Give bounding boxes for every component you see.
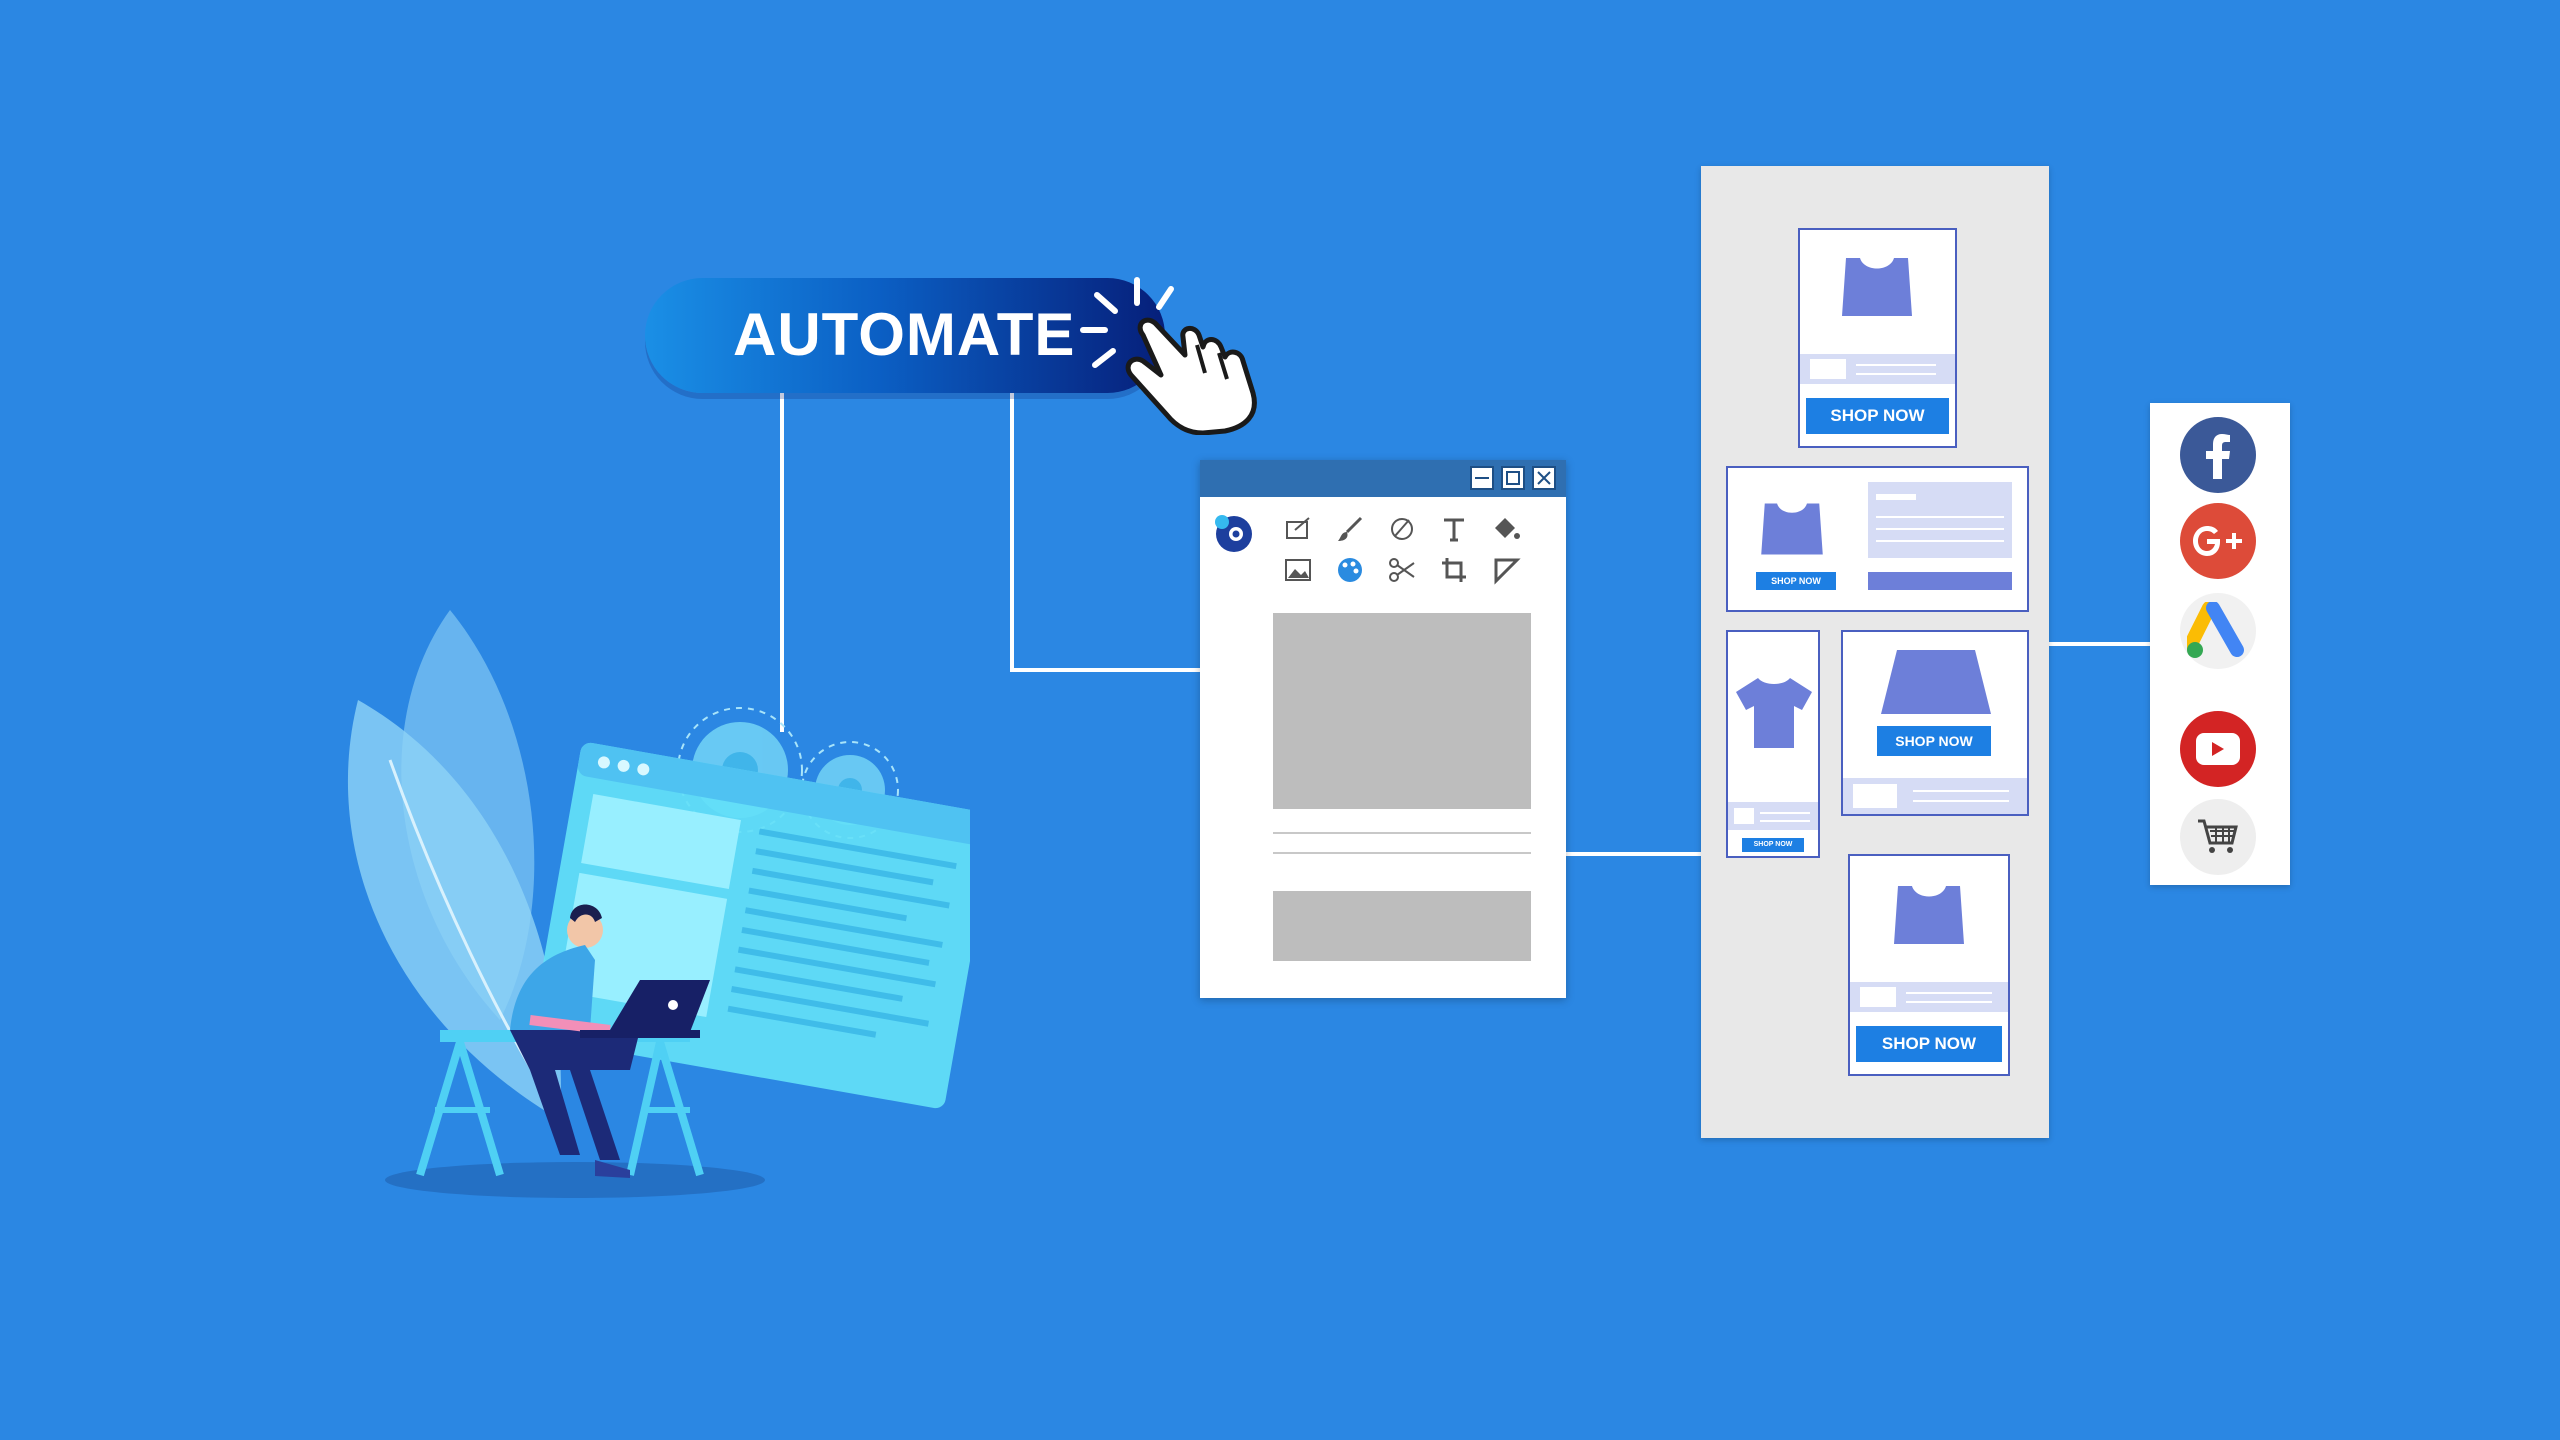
youtube-icon[interactable]	[2180, 711, 2256, 787]
ad-text-line	[1856, 364, 1936, 366]
tank-top-icon	[1761, 503, 1823, 555]
shop-now-button[interactable]: SHOP NOW	[1856, 1026, 2002, 1062]
ad-text-line	[1876, 516, 2004, 518]
ad-card[interactable]: SHOP NOW	[1798, 228, 1957, 448]
ad-text-line	[1913, 790, 2009, 792]
connector-line	[780, 392, 784, 732]
designer-illustration	[347, 610, 970, 1198]
edit-icon[interactable]	[1280, 511, 1316, 547]
close-button[interactable]	[1532, 466, 1556, 490]
shop-now-button[interactable]: SHOP NOW	[1756, 572, 1836, 590]
ad-text-line	[1760, 820, 1810, 822]
connector-line	[1010, 392, 1014, 672]
ad-thumbnail	[1853, 784, 1897, 808]
image-icon[interactable]	[1280, 552, 1316, 588]
shop-now-button[interactable]: SHOP NOW	[1742, 838, 1804, 852]
divider	[1273, 852, 1531, 854]
text-icon[interactable]	[1436, 511, 1472, 547]
canvas-text-placeholder[interactable]	[1273, 891, 1531, 961]
canvas-image-placeholder[interactable]	[1273, 613, 1531, 809]
connector-line	[1010, 668, 1202, 672]
connector-line	[1566, 852, 1703, 856]
ad-cta-bar[interactable]	[1868, 572, 2012, 590]
shop-now-button[interactable]: SHOP NOW	[1877, 726, 1991, 756]
ad-text-line	[1906, 992, 1992, 994]
ad-thumbnail	[1860, 987, 1896, 1007]
scissors-icon[interactable]	[1384, 552, 1420, 588]
connector-line	[2049, 642, 2152, 646]
automate-button-label: AUTOMATE	[733, 301, 1076, 368]
brush-icon[interactable]	[1332, 511, 1368, 547]
app-logo-icon	[1215, 515, 1252, 552]
skirt-icon	[1881, 650, 1991, 714]
ad-card[interactable]: SHOP NOW	[1841, 630, 2029, 816]
google-plus-icon[interactable]	[2180, 503, 2256, 579]
ad-text-line	[1876, 494, 1916, 500]
pen-icon[interactable]	[1384, 511, 1420, 547]
window-titlebar	[1200, 460, 1566, 497]
maximize-button[interactable]	[1501, 466, 1525, 490]
automate-button[interactable]: AUTOMATE	[645, 278, 1165, 393]
t-shirt-icon	[1736, 678, 1812, 748]
ad-text-line	[1760, 812, 1810, 814]
ad-text-line	[1906, 1001, 1992, 1003]
tank-top-icon	[1842, 258, 1912, 316]
ad-thumbnail	[1734, 808, 1754, 824]
pointer-hand-icon	[1080, 277, 1257, 435]
shop-now-button[interactable]: SHOP NOW	[1806, 398, 1949, 434]
channels-panel	[2150, 403, 2290, 885]
ad-card[interactable]: SHOP NOW	[1726, 466, 2029, 612]
facebook-icon[interactable]	[2180, 417, 2256, 493]
ad-text-line	[1913, 800, 2009, 802]
ad-thumbnail	[1810, 359, 1846, 379]
image-editor-window	[1200, 460, 1566, 998]
ad-text-line	[1856, 373, 1936, 375]
shopping-cart-icon[interactable]	[2180, 799, 2256, 875]
tank-top-icon	[1894, 886, 1964, 944]
fill-icon[interactable]	[1488, 511, 1524, 547]
palette-icon[interactable]	[1332, 552, 1368, 588]
ad-card[interactable]: SHOP NOW	[1726, 630, 1820, 858]
ad-variants-panel: SHOP NOW SHOP NOW SHOP NOW SHOP NOW	[1701, 166, 2049, 1138]
ad-card[interactable]: SHOP NOW	[1848, 854, 2010, 1076]
ad-text-line	[1876, 528, 2004, 530]
ad-text-line	[1876, 540, 2004, 542]
crop-icon[interactable]	[1436, 552, 1472, 588]
divider	[1273, 832, 1531, 834]
minimize-button[interactable]	[1470, 466, 1494, 490]
google-ads-icon[interactable]	[2180, 593, 2256, 669]
corner-icon[interactable]	[1488, 552, 1524, 588]
